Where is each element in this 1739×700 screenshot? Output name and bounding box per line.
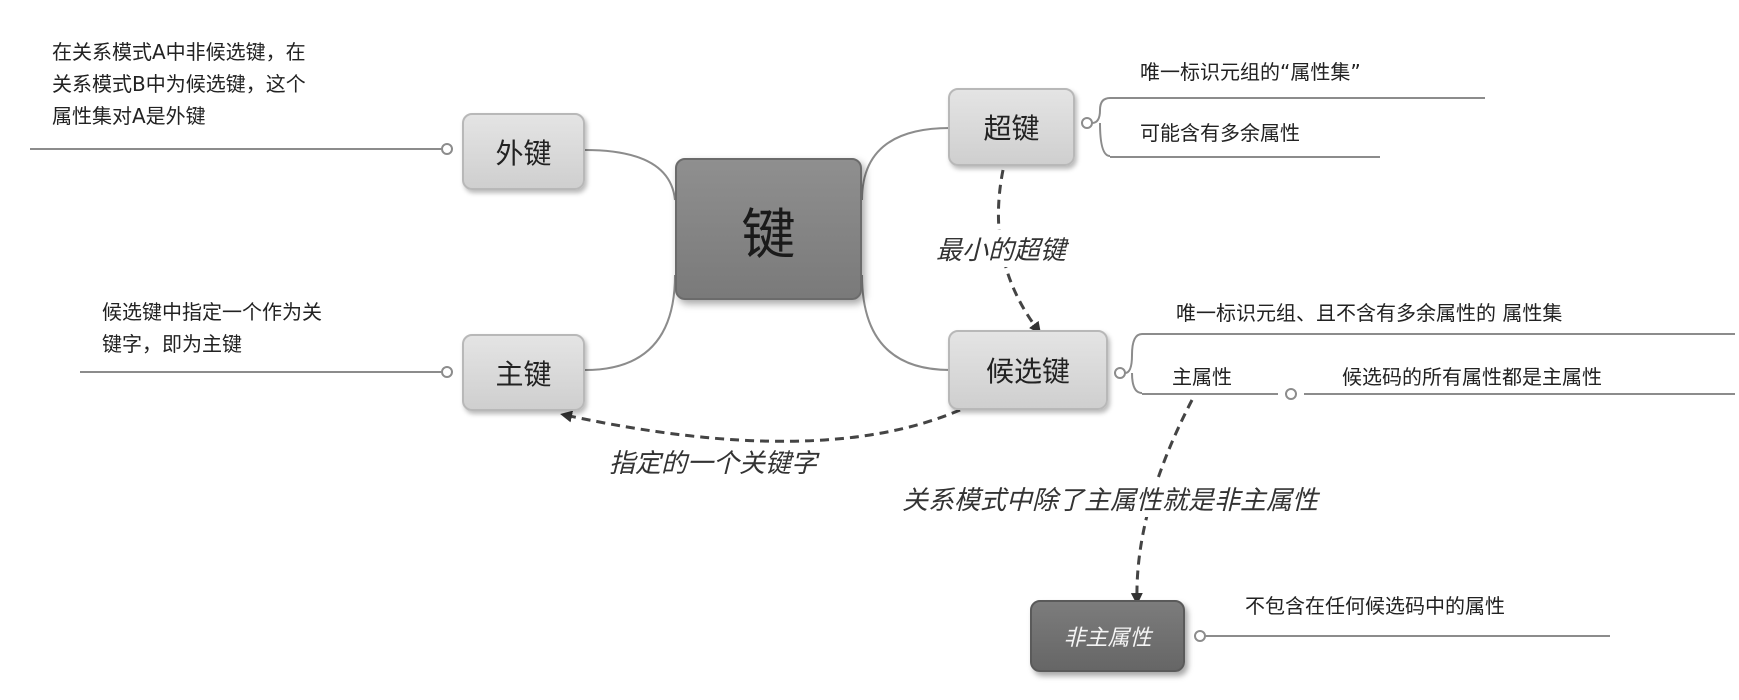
knob-primary-attribute [1285,388,1297,400]
connector-root-candidate-key [861,274,951,371]
connector-root-primary-key [584,274,676,371]
node-foreign-key[interactable]: 外键 [462,113,585,190]
node-super-key[interactable]: 超键 [948,88,1075,166]
node-primary-key-label: 主键 [495,357,552,391]
super-key-note-redundant: 可能含有多余属性 [1140,121,1300,145]
root-node-label: 键 [741,202,796,266]
primary-key-note: 候选键中指定一个作为关 键字，即为主键 [102,296,442,360]
knob-foreign-key [441,143,453,155]
node-foreign-key-label: 外键 [495,136,552,170]
relation-label-non-primary-rule: 关系模式中除了主属性就是非主属性 [898,480,1323,517]
node-non-primary-attribute-label: 非主属性 [1063,626,1152,651]
knob-candidate-key [1114,367,1126,379]
foreign-key-note-line: 关系模式B中为候选键，这个 [52,72,306,96]
connector-root-super-key [861,127,951,201]
foreign-key-note: 在关系模式A中非候选键，在 关系模式B中为候选键，这个 属性集对A是外键 [52,36,432,132]
node-non-primary-attribute[interactable]: 非主属性 [1030,600,1185,672]
primary-attribute-label[interactable]: 主属性 [1172,365,1232,389]
bracket-candidate-key [1124,333,1143,394]
node-primary-key[interactable]: 主键 [462,334,585,411]
node-super-key-label: 超键 [983,112,1040,145]
knob-super-key [1081,117,1093,129]
connector-root-foreign-key [584,149,676,201]
node-candidate-key[interactable]: 候选键 [948,330,1108,410]
primary-key-note-line: 候选键中指定一个作为关 [102,300,322,324]
knob-non-primary-attribute [1194,630,1206,642]
knob-primary-key [441,366,453,378]
primary-key-note-line: 键字，即为主键 [102,332,242,356]
foreign-key-note-line: 在关系模式A中非候选键，在 [52,40,306,64]
arrow-minimal-super-key [997,169,1042,334]
super-key-note-unique: 唯一标识元组的“属性集” [1140,60,1361,84]
candidate-key-note: 唯一标识元组、且不含有多余属性的 属性集 [1176,301,1563,325]
relation-label-minimal-super-key: 最小的超键 [932,230,1071,267]
foreign-key-note-line: 属性集对A是外键 [52,104,206,128]
non-primary-attribute-note: 不包含在任何候选码中的属性 [1245,594,1505,618]
node-candidate-key-label: 候选键 [985,355,1070,388]
arrow-designated-key [560,408,961,443]
primary-attribute-note: 候选码的所有属性都是主属性 [1342,365,1602,389]
relation-label-designated-key: 指定的一个关键字 [605,443,822,480]
bracket-super-key [1091,97,1111,157]
root-node-key[interactable]: 键 [675,158,862,300]
